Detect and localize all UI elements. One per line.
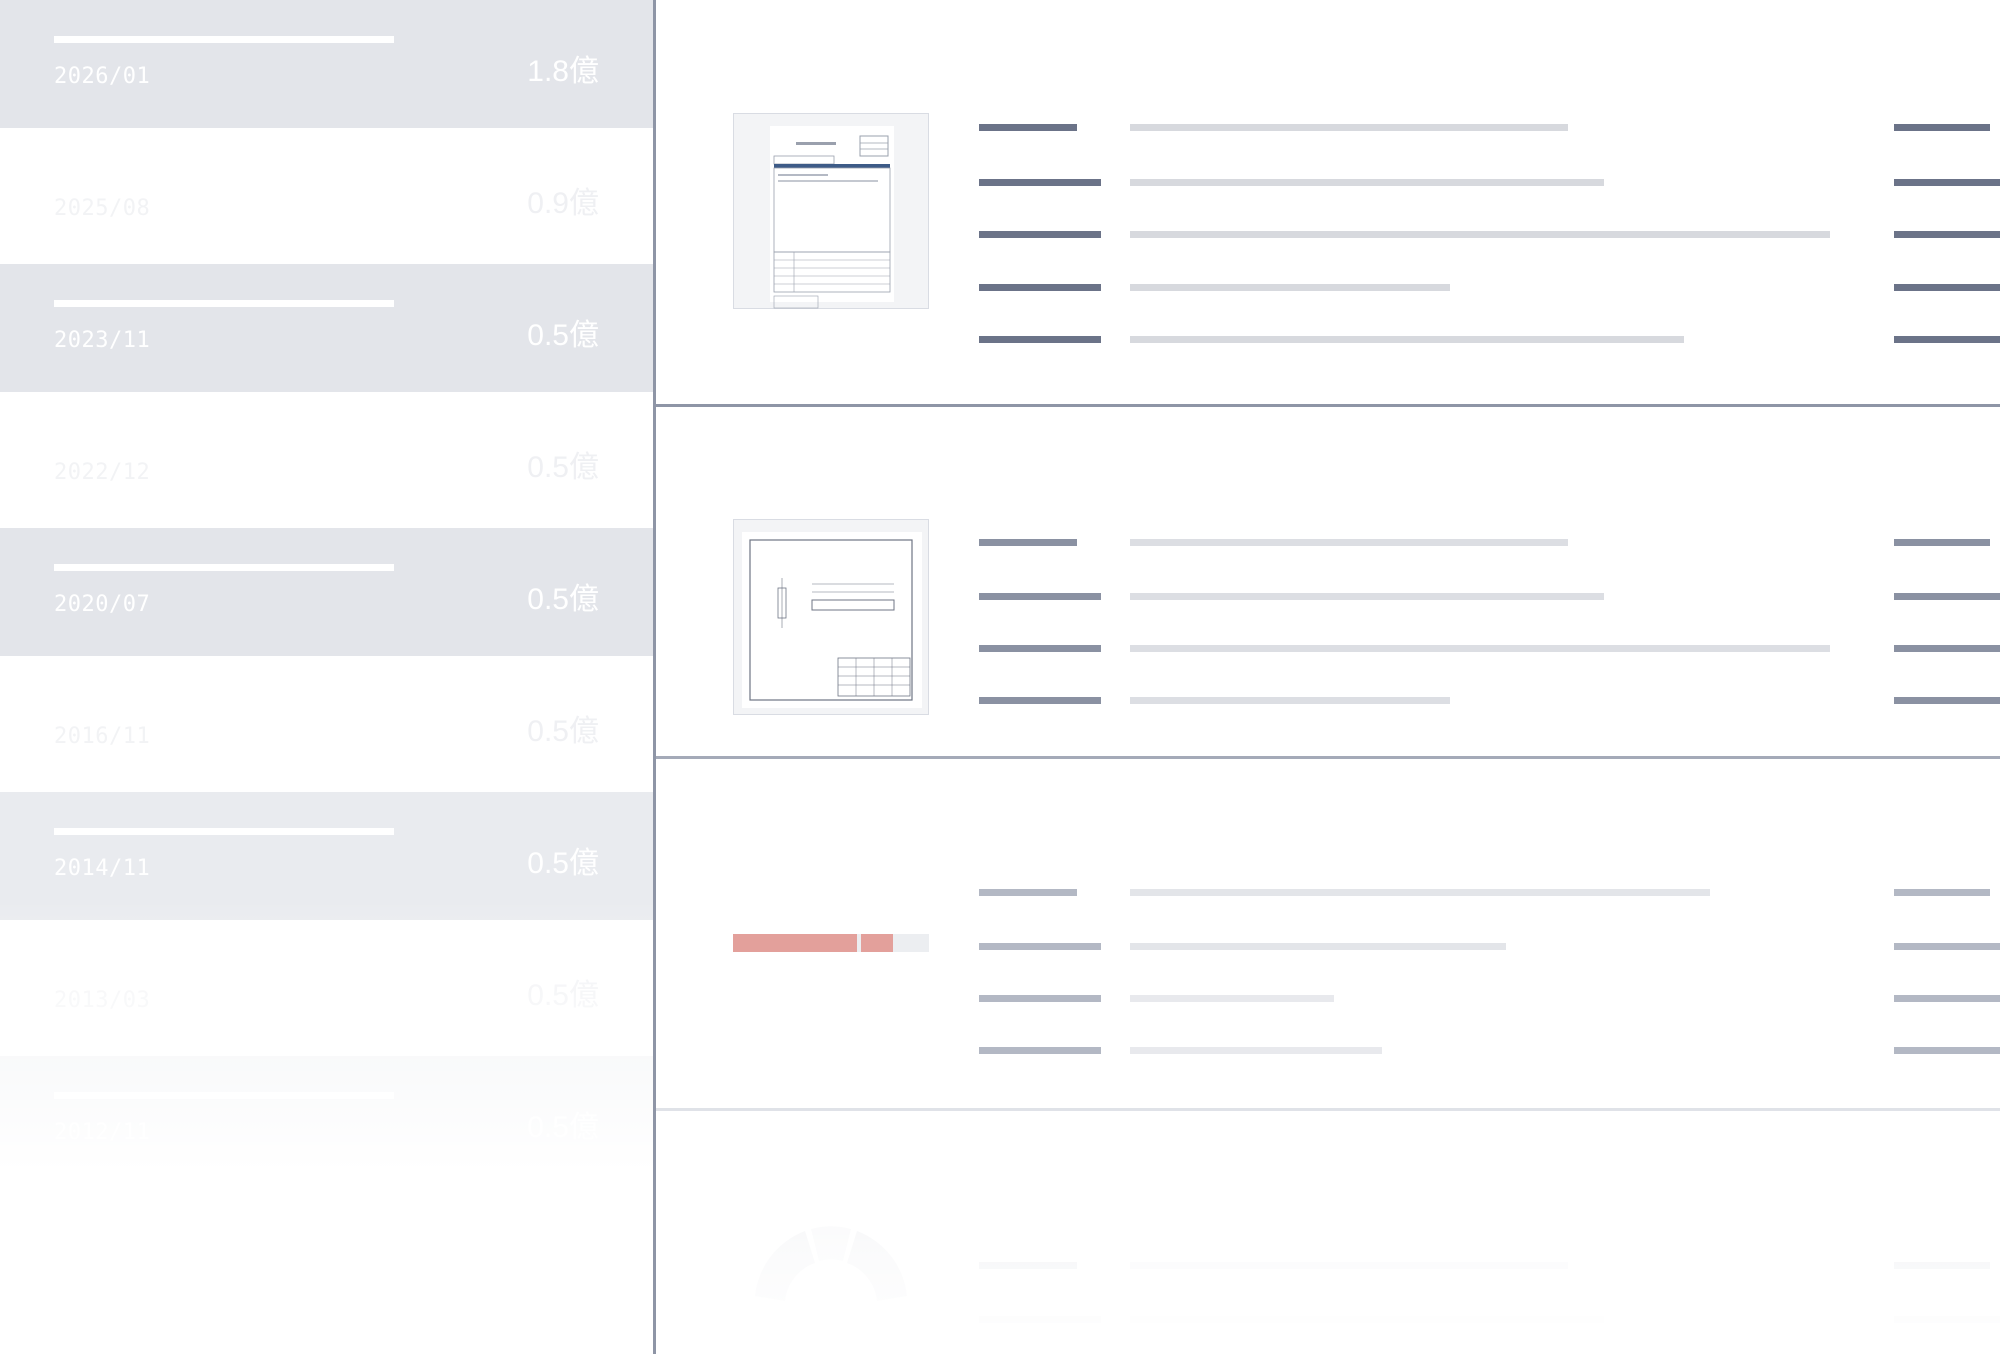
row-date: 2026/01 xyxy=(54,64,151,89)
meta-placeholder xyxy=(1894,539,1990,546)
label-placeholder xyxy=(979,1262,1077,1269)
meta-placeholder xyxy=(1894,231,2000,238)
progress-segment xyxy=(861,934,893,952)
label-placeholder xyxy=(979,645,1101,652)
value-placeholder xyxy=(1130,1047,1382,1054)
timeline-row[interactable]: 2014/11 0.5億 xyxy=(0,792,653,920)
value-placeholder xyxy=(1130,179,1604,186)
label-placeholder xyxy=(979,284,1101,291)
value-placeholder xyxy=(1130,943,1506,950)
row-amount: 0.5億 xyxy=(527,583,599,616)
label-placeholder xyxy=(979,1047,1101,1054)
meta-placeholder xyxy=(1894,995,2000,1002)
row-date: 2012/11 xyxy=(54,1120,151,1145)
value-placeholder xyxy=(1130,889,1710,896)
value-placeholder xyxy=(1130,336,1684,343)
donut-chart-icon xyxy=(755,1226,907,1301)
meta-placeholder xyxy=(1894,1316,2000,1323)
label-placeholder xyxy=(979,1316,1101,1323)
row-date: 2020/07 xyxy=(54,592,151,617)
value-placeholder xyxy=(1130,284,1450,291)
meta-placeholder xyxy=(1894,336,2000,343)
meta-placeholder xyxy=(1894,1262,1990,1269)
value-placeholder xyxy=(1130,593,1604,600)
row-title-placeholder xyxy=(54,1092,394,1099)
label-placeholder xyxy=(979,593,1101,600)
detail-card[interactable] xyxy=(656,759,2000,1109)
row-amount: 0.5億 xyxy=(527,451,599,484)
row-amount: 0.5億 xyxy=(527,715,599,748)
meta-placeholder xyxy=(1894,943,2000,950)
label-placeholder xyxy=(979,697,1101,704)
label-placeholder xyxy=(979,179,1101,186)
row-date: 2025/08 xyxy=(54,196,151,221)
value-placeholder xyxy=(1130,124,1568,131)
meta-placeholder xyxy=(1894,593,2000,600)
label-placeholder xyxy=(979,889,1077,896)
row-amount: 0.5億 xyxy=(527,1111,599,1144)
meta-placeholder xyxy=(1894,697,2000,704)
timeline-list: 2026/01 1.8億 2025/08 0.9億 2023/11 0.5億 2… xyxy=(0,0,656,1354)
timeline-row[interactable]: 2023/11 0.5億 xyxy=(0,264,653,392)
timeline-row[interactable]: 2025/08 0.9億 xyxy=(0,132,653,260)
label-placeholder xyxy=(979,231,1101,238)
row-amount: 0.5億 xyxy=(527,319,599,352)
row-date: 2014/11 xyxy=(54,856,151,881)
row-title-placeholder xyxy=(54,300,394,307)
label-placeholder xyxy=(979,124,1077,131)
timeline-row[interactable]: 2022/12 0.5億 xyxy=(0,396,653,524)
progress-segment xyxy=(733,934,857,952)
row-title-placeholder xyxy=(54,564,394,571)
row-amount: 1.8億 xyxy=(527,55,599,88)
value-placeholder xyxy=(1130,645,1830,652)
row-amount: 0.9億 xyxy=(527,187,599,220)
row-date: 2013/03 xyxy=(54,988,151,1013)
value-placeholder xyxy=(1130,697,1450,704)
document-form-icon xyxy=(770,126,894,309)
detail-card[interactable] xyxy=(656,0,2000,404)
meta-placeholder xyxy=(1894,889,1990,896)
value-placeholder xyxy=(1130,231,1830,238)
row-title-placeholder xyxy=(54,36,394,43)
meta-placeholder xyxy=(1894,284,2000,291)
detail-card[interactable] xyxy=(656,407,2000,757)
label-placeholder xyxy=(979,336,1101,343)
row-date: 2023/11 xyxy=(54,328,151,353)
drawing-thumbnail[interactable] xyxy=(733,519,929,715)
value-placeholder xyxy=(1130,1262,1568,1269)
row-amount: 0.5億 xyxy=(527,847,599,880)
timeline-row[interactable]: 2012/11 0.5億 xyxy=(0,1056,653,1184)
row-amount: 0.5億 xyxy=(527,979,599,1012)
label-placeholder xyxy=(979,995,1101,1002)
meta-placeholder xyxy=(1894,1047,2000,1054)
document-thumbnail[interactable] xyxy=(733,113,929,309)
value-placeholder xyxy=(1130,1316,1604,1323)
label-placeholder xyxy=(979,943,1101,950)
detail-card[interactable] xyxy=(656,1111,2000,1354)
meta-placeholder xyxy=(1894,179,2000,186)
technical-drawing-icon xyxy=(742,532,922,708)
row-date: 2016/11 xyxy=(54,724,151,749)
row-date: 2022/12 xyxy=(54,460,151,485)
meta-placeholder xyxy=(1894,124,1990,131)
detail-panel xyxy=(656,0,2000,1354)
card-divider xyxy=(656,404,2000,407)
timeline-row[interactable]: 2016/11 0.5億 xyxy=(0,660,653,788)
progress-bar xyxy=(733,934,929,952)
value-placeholder xyxy=(1130,995,1334,1002)
meta-placeholder xyxy=(1894,645,2000,652)
row-title-placeholder xyxy=(54,828,394,835)
timeline-row[interactable]: 2020/07 0.5億 xyxy=(0,528,653,656)
card-divider xyxy=(656,756,2000,759)
timeline-row[interactable]: 2026/01 1.8億 xyxy=(0,0,653,128)
timeline-row[interactable]: 2013/03 0.5億 xyxy=(0,924,653,1052)
label-placeholder xyxy=(979,539,1077,546)
value-placeholder xyxy=(1130,539,1568,546)
